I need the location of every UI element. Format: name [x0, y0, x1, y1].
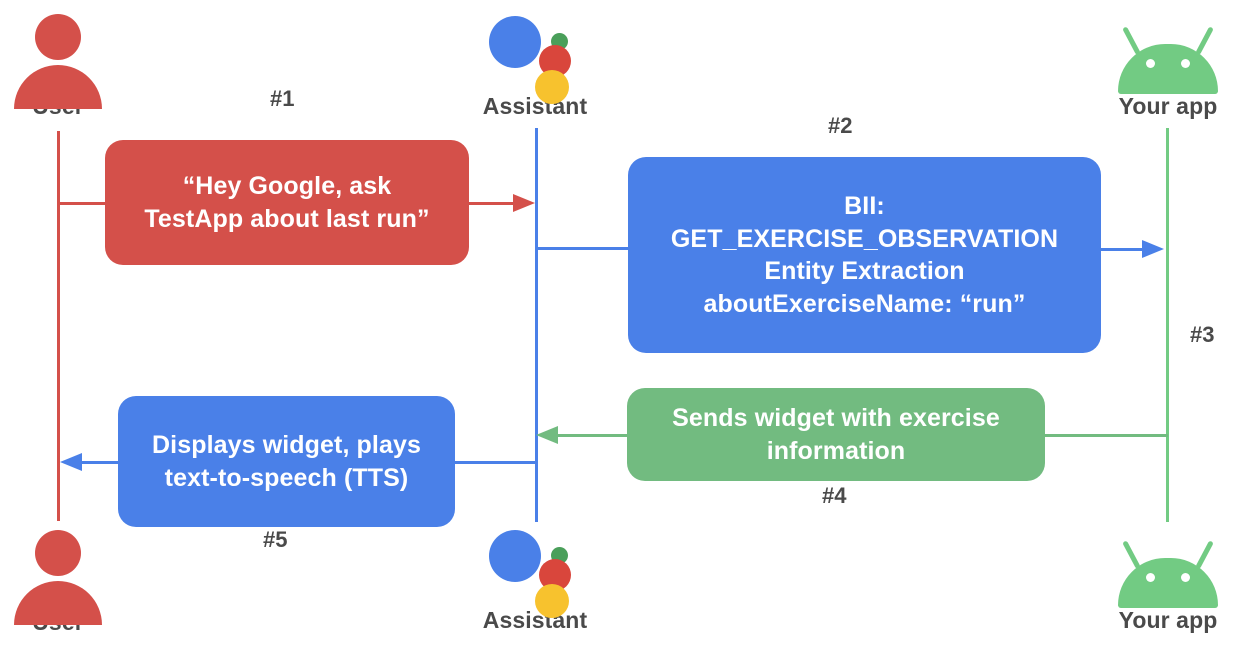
message-line-1: BII: [844, 192, 885, 220]
android-antenna-right [1195, 540, 1214, 570]
lifeline-your-app [1166, 128, 1169, 522]
arrowhead-user-to-assistant [513, 194, 535, 212]
message-box-bii-intent: BII: GET_EXERCISE_OBSERVATION Entity Ext… [628, 157, 1101, 353]
google-assistant-icon [455, 522, 615, 618]
lifeline-user [57, 131, 60, 521]
connector-box1-to-assistant [466, 202, 519, 205]
arrowhead-assistant-to-your-app [1142, 240, 1164, 258]
message-lines: “Hey Google, ask TestApp about last run” [119, 170, 455, 235]
actor-label-your-app-bottom: Your app [1118, 607, 1218, 633]
step-label-5: #5 [263, 527, 288, 552]
step-label-1: #1 [270, 86, 295, 111]
actor-label-assistant-bottom: Assistant [482, 607, 588, 633]
assistant-dot-blue [489, 530, 541, 582]
android-eye-left [1146, 59, 1155, 68]
message-line-4: aboutExerciseName: “run” [703, 289, 1026, 318]
person-icon [0, 8, 138, 109]
android-head-shape [1114, 18, 1222, 94]
assistant-dots [487, 12, 583, 104]
step-label-3: #3 [1190, 322, 1215, 347]
person-head-shape [35, 14, 81, 60]
person-body-shape [14, 65, 102, 109]
connector-box2-to-your-app [1098, 248, 1146, 251]
lifeline-assistant [535, 128, 538, 522]
assistant-dot-yellow [535, 70, 569, 104]
connector-assistant-to-box5 [455, 461, 537, 464]
message-box-widget-response: Sends widget with exercise information [627, 388, 1045, 481]
assistant-dot-yellow [535, 584, 569, 618]
android-antenna-left [1122, 540, 1141, 570]
android-icon [1088, 522, 1244, 608]
android-eye-left [1146, 573, 1155, 582]
message-line-2: information [766, 436, 906, 465]
android-head-shape [1114, 532, 1222, 608]
connector-user-to-box1 [57, 202, 117, 205]
actor-label-your-app-top: Your app [1118, 93, 1218, 119]
person-head-shape [35, 530, 81, 576]
android-dome [1118, 558, 1218, 608]
actor-user-bottom: User [0, 524, 138, 634]
android-dome [1118, 44, 1218, 94]
message-line-1: Sends widget with exercise [672, 404, 1000, 432]
message-lines: BII: GET_EXERCISE_OBSERVATION Entity Ext… [642, 190, 1087, 320]
google-assistant-icon [455, 8, 615, 104]
actor-label-assistant-top: Assistant [482, 93, 588, 119]
connector-box5-to-user [82, 461, 122, 464]
connector-assistant-to-box2 [535, 247, 632, 250]
assistant-dots [487, 526, 583, 618]
message-box-user-utterance: “Hey Google, ask TestApp about last run” [105, 140, 469, 265]
step-label-4: #4 [822, 483, 847, 508]
message-line-2: text-to-speech (TTS) [164, 463, 409, 492]
message-line-2: TestApp about last run” [144, 204, 430, 233]
assistant-dot-blue [489, 16, 541, 68]
actor-your-app-bottom: Your app [1088, 522, 1244, 632]
message-line-1: “Hey Google, ask [182, 172, 392, 200]
message-line-3: Entity Extraction [764, 257, 965, 285]
message-lines: Displays widget, plays text-to-speech (T… [132, 429, 441, 494]
actor-assistant-top: Assistant [455, 8, 615, 118]
arrowhead-assistant-to-user [60, 453, 82, 471]
person-body-shape [14, 581, 102, 625]
message-lines: Sends widget with exercise information [641, 402, 1031, 467]
message-line-2: GET_EXERCISE_OBSERVATION [670, 224, 1059, 253]
android-icon [1088, 8, 1244, 94]
step-label-2: #2 [828, 113, 853, 138]
connector-box4-to-assistant [558, 434, 630, 437]
message-line-1: Displays widget, plays [152, 431, 421, 459]
arrowhead-your-app-to-assistant [536, 426, 558, 444]
message-box-assistant-output: Displays widget, plays text-to-speech (T… [118, 396, 455, 527]
person-icon [0, 524, 138, 625]
android-eye-right [1181, 59, 1190, 68]
android-antenna-right [1195, 26, 1214, 56]
actor-assistant-bottom: Assistant [455, 522, 615, 632]
android-eye-right [1181, 573, 1190, 582]
actor-user-top: User [0, 8, 138, 118]
android-antenna-left [1122, 26, 1141, 56]
actor-your-app-top: Your app [1088, 8, 1244, 118]
connector-your-app-to-box4 [1044, 434, 1168, 437]
